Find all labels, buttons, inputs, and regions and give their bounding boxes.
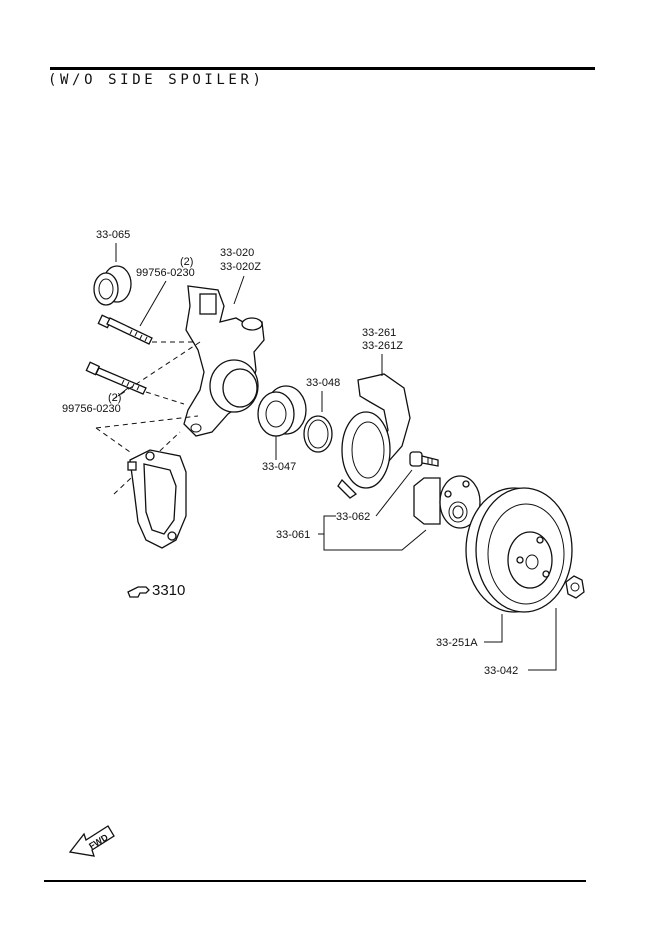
snap-ring-part[interactable] bbox=[303, 415, 333, 453]
label-bearing: 33-047 bbox=[262, 461, 296, 473]
brake-caliper-part[interactable] bbox=[127, 449, 187, 549]
label-upper-bolt-qty: (2) bbox=[180, 256, 193, 268]
section-title: (W/O SIDE SPOILER) bbox=[48, 72, 265, 88]
pointing-hand-icon bbox=[127, 586, 150, 598]
label-hub-assy: 33-061 bbox=[276, 529, 310, 541]
upper-bolt-part[interactable] bbox=[97, 314, 153, 345]
dust-cover-part[interactable] bbox=[337, 373, 411, 499]
lock-nut-part[interactable] bbox=[565, 575, 585, 599]
label-seal: 33-065 bbox=[96, 229, 130, 241]
wheel-hub-part[interactable] bbox=[413, 475, 481, 529]
label-dust-cover-a: 33-261 bbox=[362, 327, 396, 339]
wheel-bearing-part[interactable] bbox=[257, 385, 307, 437]
hub-bolt-part[interactable] bbox=[409, 451, 439, 467]
steering-knuckle-part[interactable] bbox=[183, 285, 265, 437]
label-dust-cover-b: 33-261Z bbox=[362, 340, 403, 352]
fwd-arrow-icon: FWD bbox=[68, 825, 115, 857]
label-caliper-ref: 3310 bbox=[152, 582, 185, 599]
label-disc: 33-251A bbox=[436, 637, 478, 649]
lower-bolt-part[interactable] bbox=[85, 361, 147, 395]
label-knuckle-b: 33-020Z bbox=[220, 261, 261, 273]
oil-seal-part[interactable] bbox=[93, 265, 132, 306]
caliper-reference[interactable]: 3310 bbox=[127, 582, 185, 599]
bottom-rule bbox=[44, 880, 586, 882]
brake-disc-part[interactable] bbox=[465, 487, 573, 613]
label-lower-bolt: 99756-0230 bbox=[62, 403, 121, 415]
top-rule bbox=[50, 67, 595, 70]
label-hub-bolt: 33-062 bbox=[336, 511, 370, 523]
label-lock-nut: 33-042 bbox=[484, 665, 518, 677]
label-snap-ring: 33-048 bbox=[306, 377, 340, 389]
label-knuckle-a: 33-020 bbox=[220, 247, 254, 259]
label-upper-bolt: 99756-0230 bbox=[136, 267, 195, 279]
